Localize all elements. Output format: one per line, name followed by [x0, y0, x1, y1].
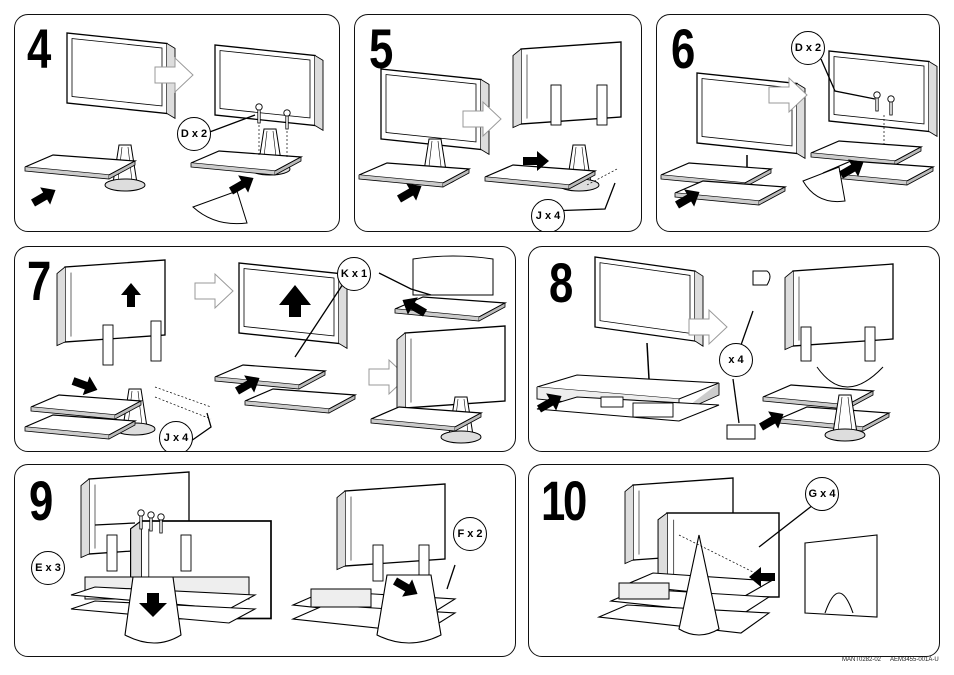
step-9-panel: 9 E x 3 F x 2	[14, 464, 516, 657]
step-5-panel: 5 J x 4	[354, 14, 642, 232]
step-number: 5	[369, 21, 391, 77]
step-number: 4	[27, 21, 49, 77]
step-number: 9	[29, 473, 51, 529]
step-9-illustration	[15, 465, 516, 657]
step-4-illustration	[15, 15, 340, 232]
step-4-panel: 4 D x 2	[14, 14, 340, 232]
footer-code-right: AEM3455-001A-U	[890, 657, 939, 663]
callout-d-x2: D x 2	[791, 31, 825, 65]
callout-k-x1: K x 1	[337, 257, 371, 291]
callout-j-x4: J x 4	[531, 199, 565, 232]
step-number: 7	[27, 253, 49, 309]
step-8-panel: 8 x 4	[528, 246, 940, 452]
callout-j-x4: J x 4	[159, 421, 193, 452]
step-7-panel: 7 K x 1 J x 4	[14, 246, 516, 452]
callout-g-x4: G x 4	[805, 477, 839, 511]
step-number: 8	[549, 255, 571, 311]
callout-f-x2: F x 2	[453, 517, 487, 551]
footer-code-left: MANT0282-02	[842, 657, 881, 663]
step-6-panel: 6 D x 2	[656, 14, 940, 232]
step-7-illustration	[15, 247, 516, 452]
step-number: 6	[671, 21, 693, 77]
step-number: 10	[541, 473, 585, 529]
callout-e-x3: E x 3	[31, 551, 65, 585]
callout-x4: x 4	[719, 343, 753, 377]
step-10-panel: 10 G x 4	[528, 464, 940, 657]
step-5-illustration	[355, 15, 642, 232]
step-10-illustration	[529, 465, 940, 657]
callout-d-x2: D x 2	[177, 117, 211, 151]
